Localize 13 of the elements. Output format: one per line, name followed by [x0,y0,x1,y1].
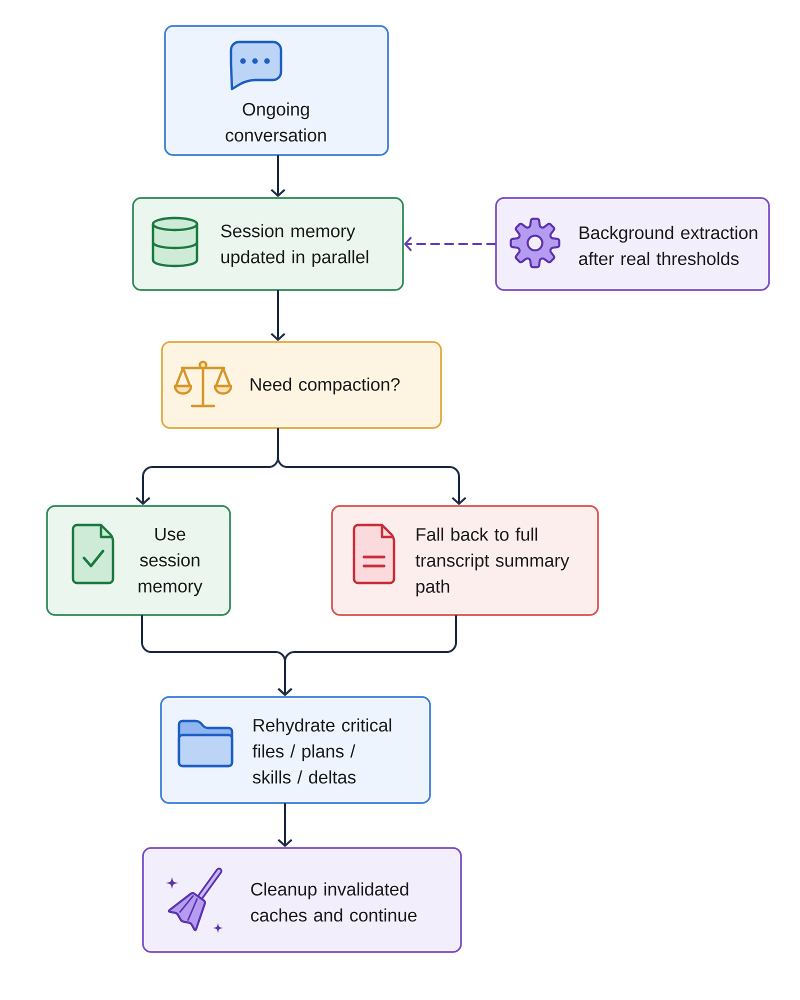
process-box: Background extraction after real thresholds [495,197,770,291]
process-box: Session memory updated in parallel [132,197,404,291]
process-box: Ongoing conversation [164,25,389,156]
arrow [278,614,457,696]
arrow [404,236,496,252]
process-box: Rehydrate critical files / plans / skills / deltas [160,696,431,804]
arrow [278,802,292,848]
process-box: Cleanup invalidated caches and continue [142,847,462,953]
process-box: Fall back to full transcript summary path [331,505,599,616]
arrow [277,428,466,506]
arrow [270,154,286,198]
arrow [270,290,286,342]
decision-box: Need compaction? [161,341,442,429]
